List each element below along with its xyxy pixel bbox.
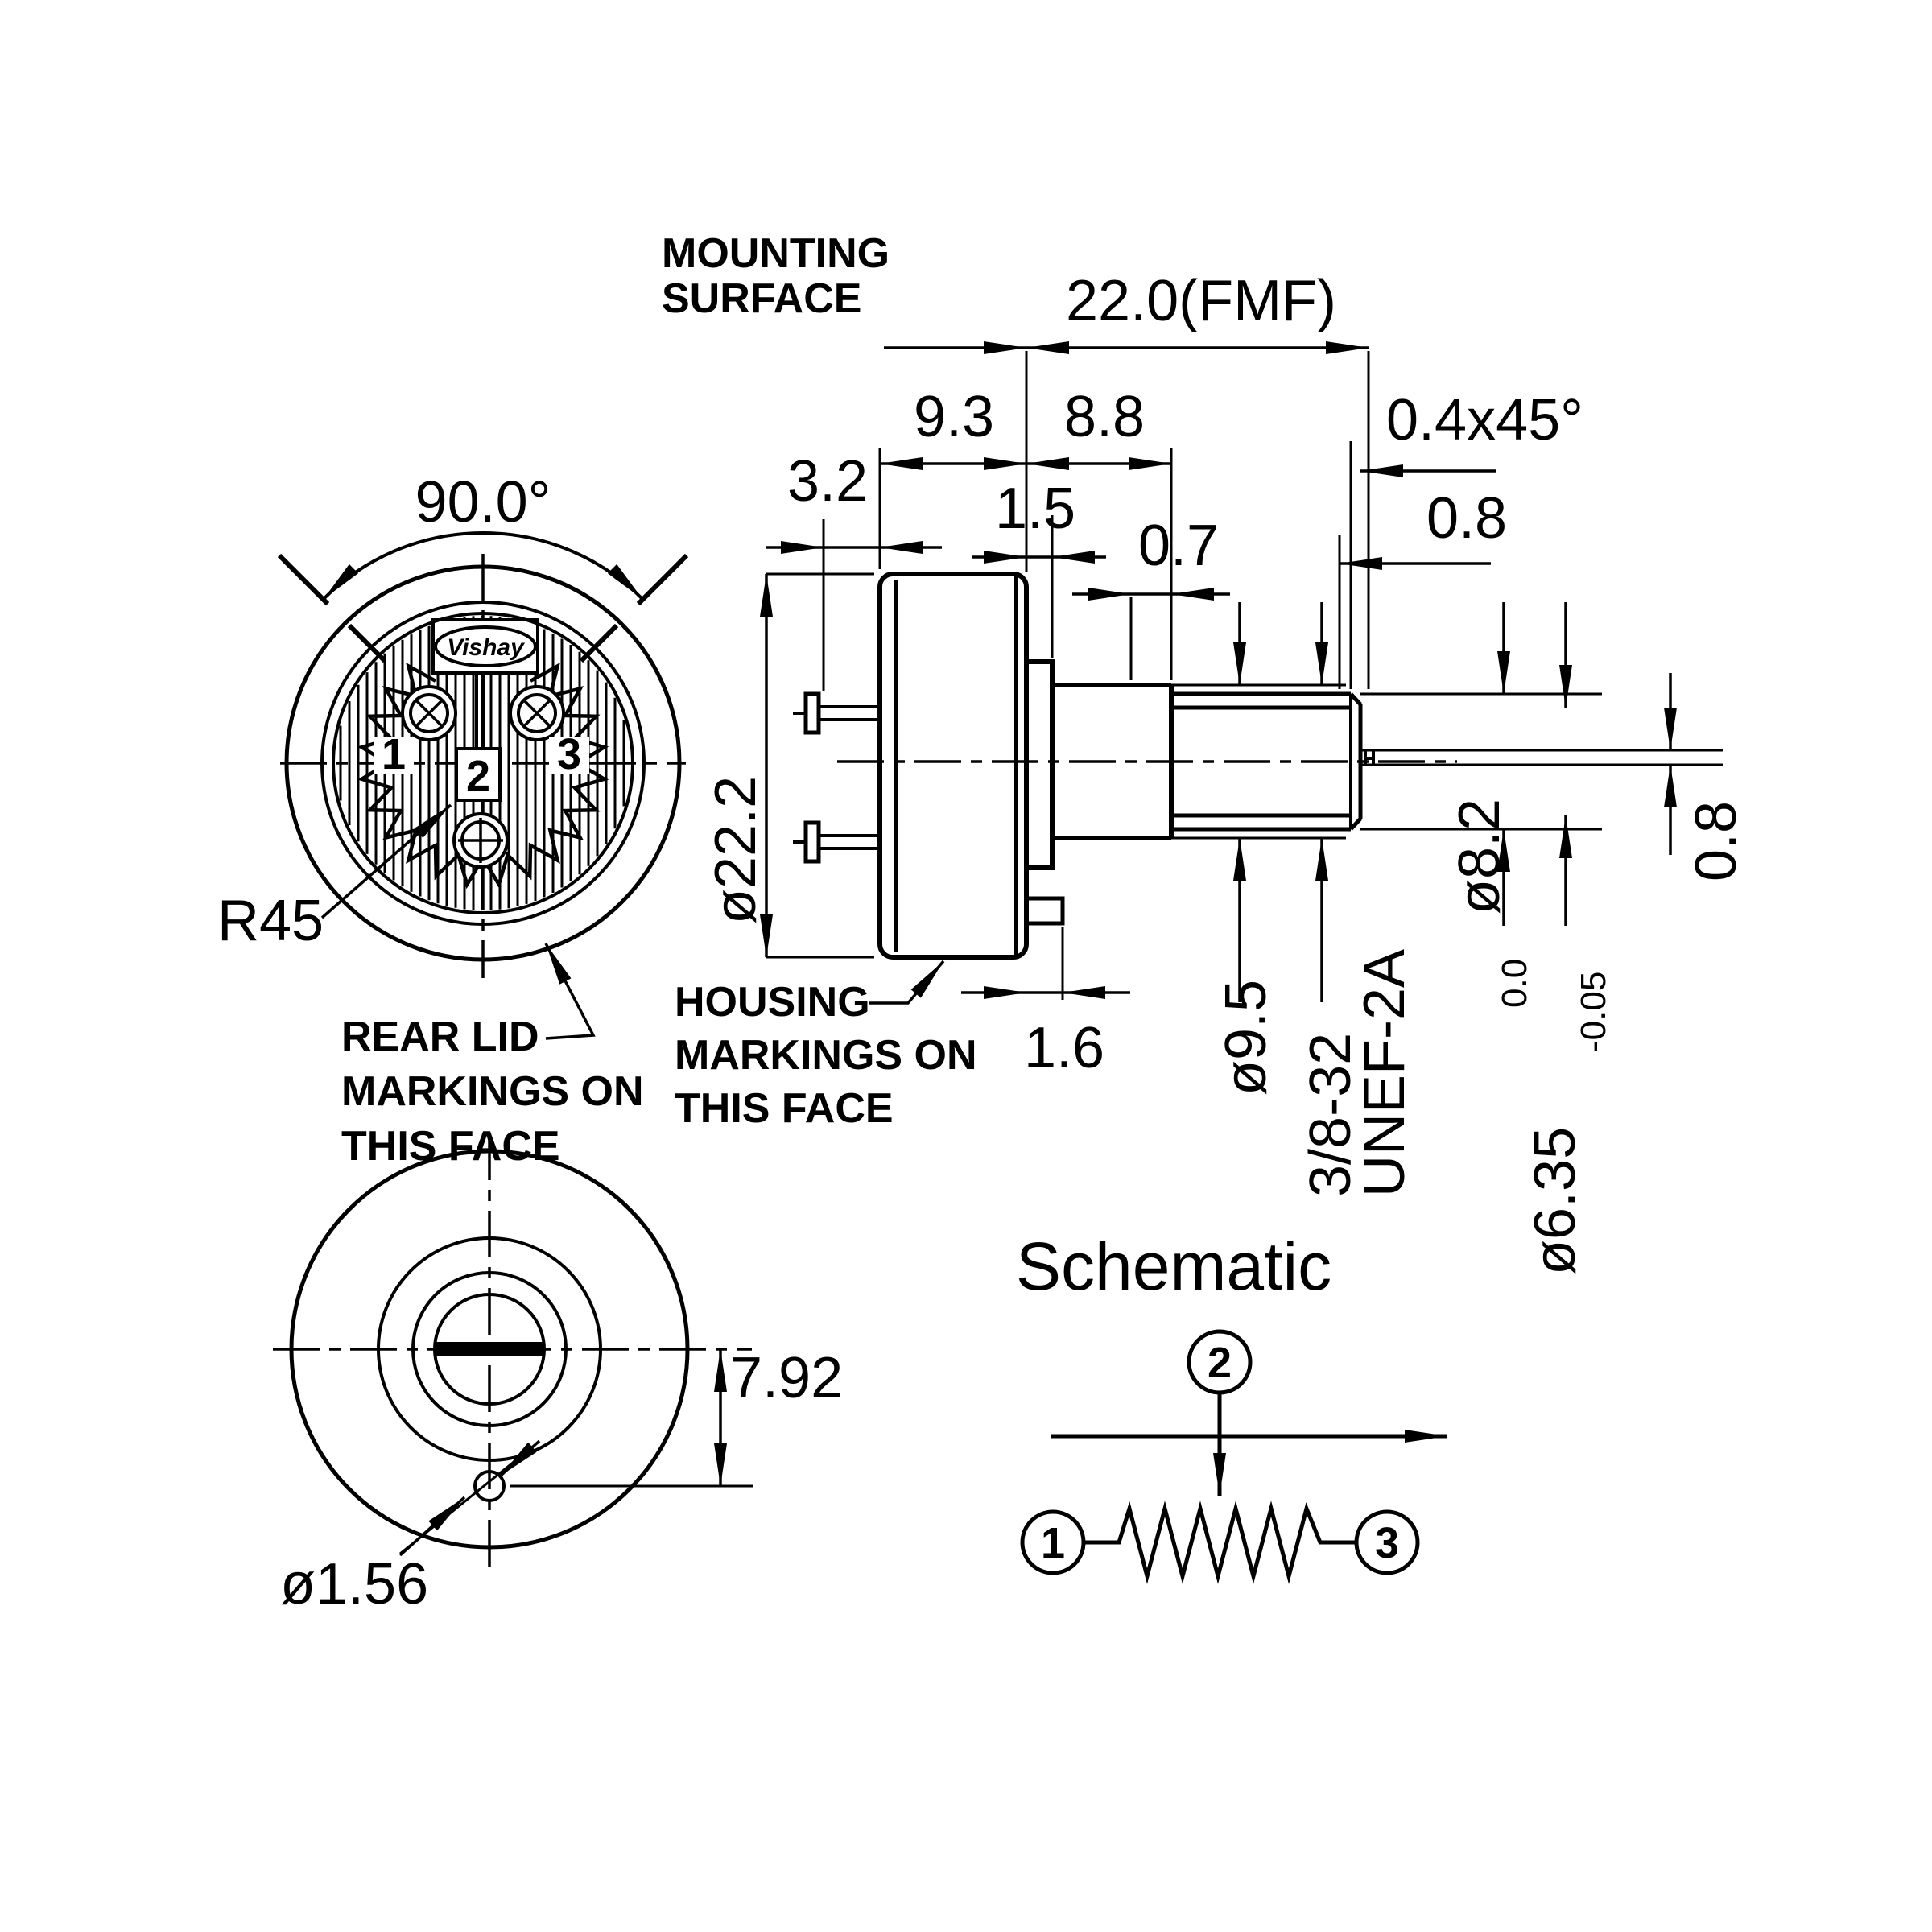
thread-spec-line1: 3/8-32 <box>1298 1033 1363 1197</box>
schematic-terminal-1-label: 1 <box>1041 1519 1065 1567</box>
rotation-limit-left <box>277 553 387 663</box>
brand-text: Vishay <box>447 634 525 661</box>
rotation-arc <box>322 530 644 601</box>
mounting-surface-line1: MOUNTING <box>662 230 890 277</box>
housing-note-line3: THIS FACE <box>675 1085 894 1132</box>
dim-08slot-label: 0.8 <box>1684 801 1748 881</box>
front-shaft-circle <box>433 1293 546 1406</box>
schematic-title: Schematic <box>1016 1228 1331 1304</box>
housing-note-line1: HOUSING <box>675 979 870 1026</box>
shaft-slot <box>436 1342 543 1356</box>
rotation-limit-right <box>579 553 689 663</box>
rear-lid-circle <box>332 612 634 914</box>
terminal-lugs <box>793 691 880 864</box>
rotation-angle-label: 90.0° <box>415 470 551 535</box>
schematic-terminal-3 <box>1354 1509 1420 1575</box>
rear-note-line3: THIS FACE <box>341 1123 560 1170</box>
anti-rotation-tab <box>1026 896 1065 926</box>
dim-08top-label: 0.8 <box>1426 486 1507 551</box>
housing-body <box>877 572 1029 960</box>
mounting-boss <box>1026 659 1055 870</box>
rear-ring-circle <box>320 601 646 926</box>
dim-07-label: 0.7 <box>1138 514 1219 578</box>
mounting-surface-line2: SURFACE <box>662 275 861 322</box>
screw-right-icon <box>509 685 565 741</box>
dim-93-label: 9.3 <box>914 385 994 449</box>
schematic-terminal-2 <box>1187 1329 1253 1395</box>
dim-dia222-label: ø22.2 <box>704 776 768 924</box>
dim-dia82-label: ø8.2 <box>1447 799 1512 914</box>
dim-792-label: 7.92 <box>730 1346 843 1410</box>
front-bushing-circle <box>377 1236 602 1462</box>
threaded-bushing <box>1052 683 1174 840</box>
dim-16-label: 1.6 <box>1024 1016 1104 1080</box>
rear-view: Vishay 1 3 2 <box>217 470 689 1170</box>
housing-note-leader <box>869 960 945 1005</box>
front-outer-circle <box>289 1149 690 1550</box>
r45-leader <box>320 803 452 919</box>
rear-note-leader <box>544 943 596 1040</box>
rear-terminal-3-label: 3 <box>557 730 581 778</box>
resistor-element <box>1084 1501 1356 1584</box>
rear-terminal-2-label: 2 <box>466 752 490 800</box>
vishay-logo: Vishay <box>431 618 539 675</box>
r45-label: R45 <box>217 889 324 953</box>
front-view: 7.92 ø1.56 <box>273 1133 843 1616</box>
rear-note-line1: REAR LID <box>341 1013 539 1060</box>
side-view: MOUNTING SURFACE 22.0(FMF) 9.3 8.8 3.2 1… <box>662 230 1748 1275</box>
schematic-terminal-3-label: 3 <box>1375 1519 1399 1567</box>
rear-note-line2: MARKINGS ON <box>341 1068 644 1115</box>
dim-dia635-tol-lower: -0.05 <box>1574 972 1613 1052</box>
wiper-contact-icon <box>452 812 509 869</box>
dim-overall-label: 22.0(FMF) <box>1066 269 1336 333</box>
dim-chamfer-label: 0.4x45° <box>1386 388 1583 452</box>
schematic-terminal-2-label: 2 <box>1208 1339 1232 1387</box>
schematic-terminal-1 <box>1020 1509 1086 1575</box>
dim-88-label: 8.8 <box>1064 385 1145 449</box>
rear-terminal-1-label: 1 <box>382 730 406 778</box>
housing-note-line2: MARKINGS ON <box>675 1032 977 1079</box>
dim-dia635-label: ø6.35 <box>1523 1127 1587 1275</box>
dim-hole-label: ø1.56 <box>280 1552 428 1616</box>
dim-32-label: 3.2 <box>787 449 868 514</box>
dim-dia95-label: ø9.5 <box>1214 980 1278 1096</box>
screw-left-icon <box>401 685 457 741</box>
dim-dia635-tol-upper: 0.0 <box>1495 959 1534 1008</box>
front-thread-circle <box>411 1271 568 1427</box>
locating-pin-hole <box>473 1470 506 1502</box>
schematic: Schematic 2 1 3 <box>1016 1228 1447 1584</box>
thread-spec-line2: UNEF-2A <box>1352 949 1417 1197</box>
shaft <box>1171 691 1375 832</box>
dim-15-label: 1.5 <box>995 477 1075 541</box>
